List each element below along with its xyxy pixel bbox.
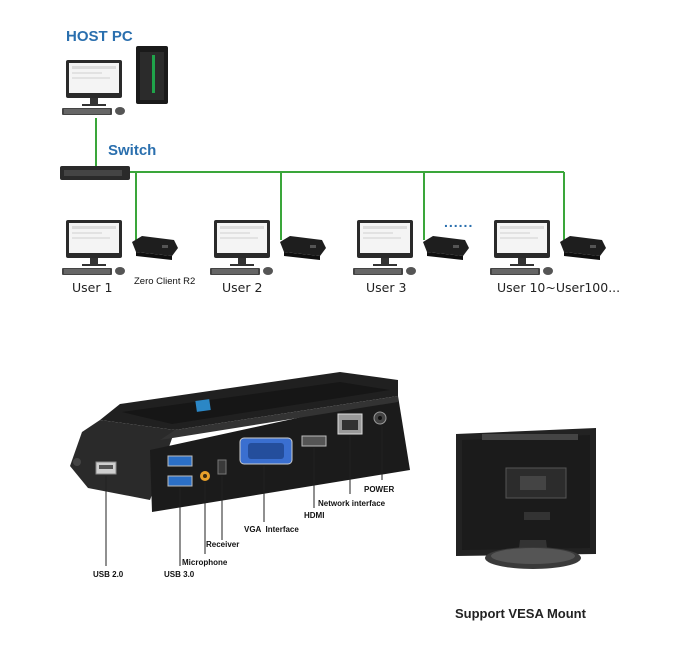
port-label-microphone: Microphone: [182, 558, 228, 567]
switch-label: Switch: [108, 142, 157, 159]
vesa-caption: Support VESA Mount: [455, 606, 586, 621]
host-pc-label: HOST PC: [66, 28, 133, 45]
port-label-network: Network interface: [318, 499, 386, 508]
network-switch: [60, 166, 130, 180]
port-label-power: POWER: [364, 485, 395, 494]
port-label-usb2: USB 2.0: [93, 570, 124, 579]
port-label-usb3: USB 3.0: [164, 570, 195, 579]
host-pc-monitor: [62, 60, 125, 115]
port-label-vga: VGA Interface: [244, 525, 299, 534]
port-label-receiver: Receiver: [206, 540, 240, 549]
port-label-hdmi: HDMI: [304, 511, 325, 520]
vesa-monitor-graphic: [456, 428, 596, 569]
user-label-2: User 2: [222, 280, 263, 295]
more-users-ellipsis: ......: [444, 214, 474, 230]
user-label-1: User 1: [72, 280, 113, 295]
host-pc-tower: [136, 46, 168, 104]
zero-client-device: [70, 372, 410, 566]
zero-client-label: Zero Client R2: [134, 276, 196, 287]
user-label-3: User 3: [366, 280, 407, 295]
user-label-10-100: User 10~User100...: [497, 280, 621, 295]
